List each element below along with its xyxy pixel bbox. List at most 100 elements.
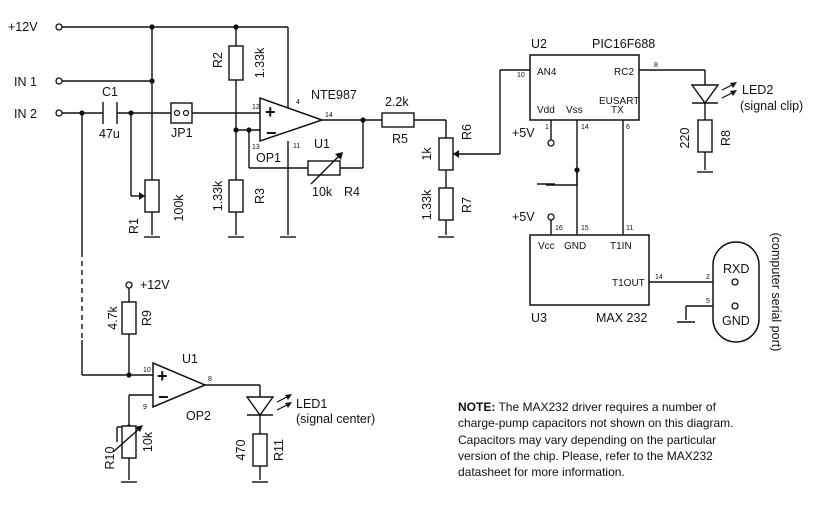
label-5v-a: +5V	[512, 126, 535, 140]
u2-vdd: Vdd	[537, 105, 555, 116]
label-12v-low: +12V	[140, 278, 170, 292]
op2-ref: OP2	[186, 409, 211, 423]
u2-pin-vss: 14	[581, 124, 589, 131]
u3-vcc: Vcc	[538, 241, 555, 252]
u2-pin-vdd: 1	[545, 124, 549, 131]
opamp-op2	[152, 361, 207, 409]
labels-led2: LED2 (signal clip) 220 R8	[678, 83, 803, 148]
port-rxd: RXD	[723, 262, 749, 276]
op1-ref: OP1	[256, 151, 281, 165]
op1-pin-out: 14	[325, 112, 333, 119]
op2-pin-out: 8	[208, 376, 212, 383]
resistor-r1	[144, 179, 160, 213]
led1-desc: (signal center)	[296, 412, 375, 426]
label-5v-b: +5V	[512, 210, 535, 224]
ic-u2	[529, 54, 640, 121]
resistor-r6	[438, 137, 454, 171]
u2-pin-an4: 10	[517, 72, 525, 79]
label-r11-ref: R11	[272, 439, 286, 461]
u2-part: PIC16F688	[592, 37, 655, 51]
terminals	[55, 23, 555, 289]
u2-pin-tx: 6	[626, 124, 630, 131]
port-label: (computer serial port)	[769, 233, 783, 352]
u3-t1out: T1OUT	[612, 278, 645, 289]
label-12v-top: +12V	[8, 20, 38, 34]
label-r8-value: 220	[678, 128, 692, 149]
resistor-r2	[228, 45, 244, 81]
design-note: NOTE: The MAX232 driver requires a numbe…	[458, 399, 758, 480]
label-r3-ref: R3	[253, 188, 267, 204]
u3-pin-vcc: 16	[555, 225, 563, 232]
resistor-r4	[307, 160, 341, 176]
label-r1-ref: R1	[127, 218, 141, 234]
label-r7-value: 1.33k	[420, 189, 434, 220]
resistor-r11	[252, 433, 268, 467]
u2-vss: Vss	[566, 105, 583, 116]
op2-plus-sign: +	[157, 366, 168, 386]
resistor-r7	[438, 187, 454, 221]
resistor-r9	[121, 301, 137, 335]
label-r11-value: 470	[234, 440, 248, 461]
op1-part: NTE987	[311, 88, 357, 102]
label-r10-value: 10k	[141, 431, 155, 452]
u2-an4: AN4	[537, 67, 557, 78]
label-r5-ref: R5	[392, 132, 408, 146]
u2-tx: TX	[611, 105, 624, 116]
labels-middle: 2.2k R5 R6 1k 1.33k R7	[385, 95, 474, 220]
junction-dots	[79, 24, 580, 430]
note-heading: NOTE:	[458, 400, 496, 414]
label-in2: IN 2	[14, 107, 37, 121]
jumper-jp1	[170, 102, 193, 124]
op1-unit: U1	[314, 137, 330, 151]
resistor-r5	[381, 112, 415, 128]
label-r3-value: 1.33k	[211, 180, 225, 211]
u2-rc2: RC2	[614, 67, 634, 78]
label-r5-value: 2.2k	[385, 95, 409, 109]
capacitor-c1	[102, 102, 118, 124]
label-jp1: JP1	[171, 126, 193, 140]
labels-op1: + − 4 12 13 14 11 NTE987 U1 OP1 10k R4	[252, 88, 360, 199]
op2-pin-in-p: 10	[143, 367, 151, 374]
label-r7-ref: R7	[460, 197, 474, 213]
op1-pin-in-p: 12	[252, 104, 260, 111]
op1-pin-gnd: 11	[293, 143, 300, 150]
u3-pin-t1in: 11	[626, 225, 633, 232]
label-r2-ref: R2	[211, 52, 225, 68]
resistor-r8	[697, 119, 713, 153]
led2-ref: LED2	[742, 83, 773, 97]
note-body: The MAX232 driver requires a number of c…	[458, 400, 734, 480]
op1-plus-sign: +	[265, 102, 276, 122]
led2-desc: (signal clip)	[740, 99, 803, 113]
u3-t1in: T1IN	[610, 241, 632, 252]
labels-op2: +12V 4.7k R9 + − 10 9 8 U1 OP2 10k R10 L…	[103, 278, 375, 469]
opamp-op1	[259, 96, 325, 143]
label-r10-ref: R10	[103, 446, 117, 469]
op2-pin-in-n: 9	[143, 404, 147, 411]
label-r6-ref: R6	[460, 124, 474, 140]
ic-u3	[529, 234, 650, 306]
op1-pin-in-n: 13	[252, 144, 260, 151]
u3-ref: U3	[531, 311, 547, 325]
label-r6-value: 1k	[420, 147, 434, 161]
label-in1: IN 1	[14, 75, 37, 89]
labels-u2: U2 PIC16F688 AN4 RC2 Vdd Vss EUSART TX 1…	[512, 37, 658, 140]
label-c1-value: 47u	[99, 127, 120, 141]
label-r4-value: 10k	[312, 185, 333, 199]
label-r9-ref: R9	[140, 310, 154, 326]
wires-mcu-section	[537, 69, 735, 323]
label-r1-value: 100k	[172, 194, 186, 222]
u3-pin-gnd: 15	[581, 225, 589, 232]
label-c1-ref: C1	[102, 85, 118, 99]
label-r8-ref: R8	[719, 130, 733, 146]
u3-pin-t1out: 14	[655, 274, 663, 281]
led1-symbol	[245, 394, 292, 417]
port-gnd: GND	[722, 314, 750, 328]
wires-op2-section	[116, 288, 268, 483]
u3-part: MAX 232	[596, 311, 647, 325]
op1-pin-v: 4	[296, 99, 300, 106]
led1-ref: LED1	[296, 397, 327, 411]
op2-unit: U1	[182, 352, 198, 366]
resistor-r3	[228, 179, 244, 213]
